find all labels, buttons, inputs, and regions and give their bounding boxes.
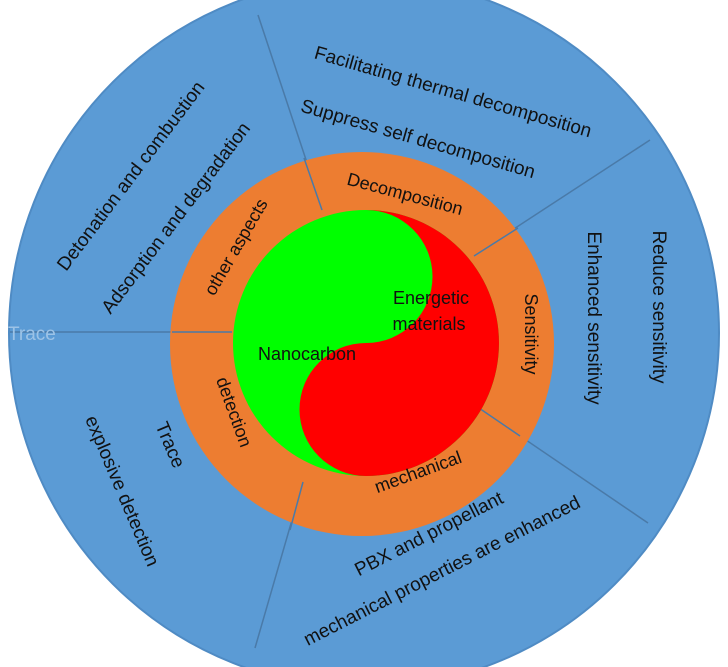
reduce-sensitivity-label: Reduce sensitivity xyxy=(648,230,669,384)
inner-ring-dividers xyxy=(172,157,521,531)
materials-label: materials xyxy=(392,314,465,334)
enhanced-sensitivity-label: Enhanced sensitivity xyxy=(583,231,604,405)
sensitivity-label: Sensitivity xyxy=(521,293,541,374)
yin-yang xyxy=(233,210,499,476)
inner-divider-right xyxy=(473,227,519,257)
inner-divider-lower-right xyxy=(475,405,521,437)
yin-eye xyxy=(340,373,384,417)
yang-eye xyxy=(340,243,384,287)
nanocarbon-label: Nanocarbon xyxy=(258,344,356,364)
inner-divider-top xyxy=(303,157,323,211)
inner-divider-bottom xyxy=(289,481,304,531)
energetic-label: Energetic xyxy=(393,288,469,308)
faint-trace-label: Trace xyxy=(8,324,56,345)
